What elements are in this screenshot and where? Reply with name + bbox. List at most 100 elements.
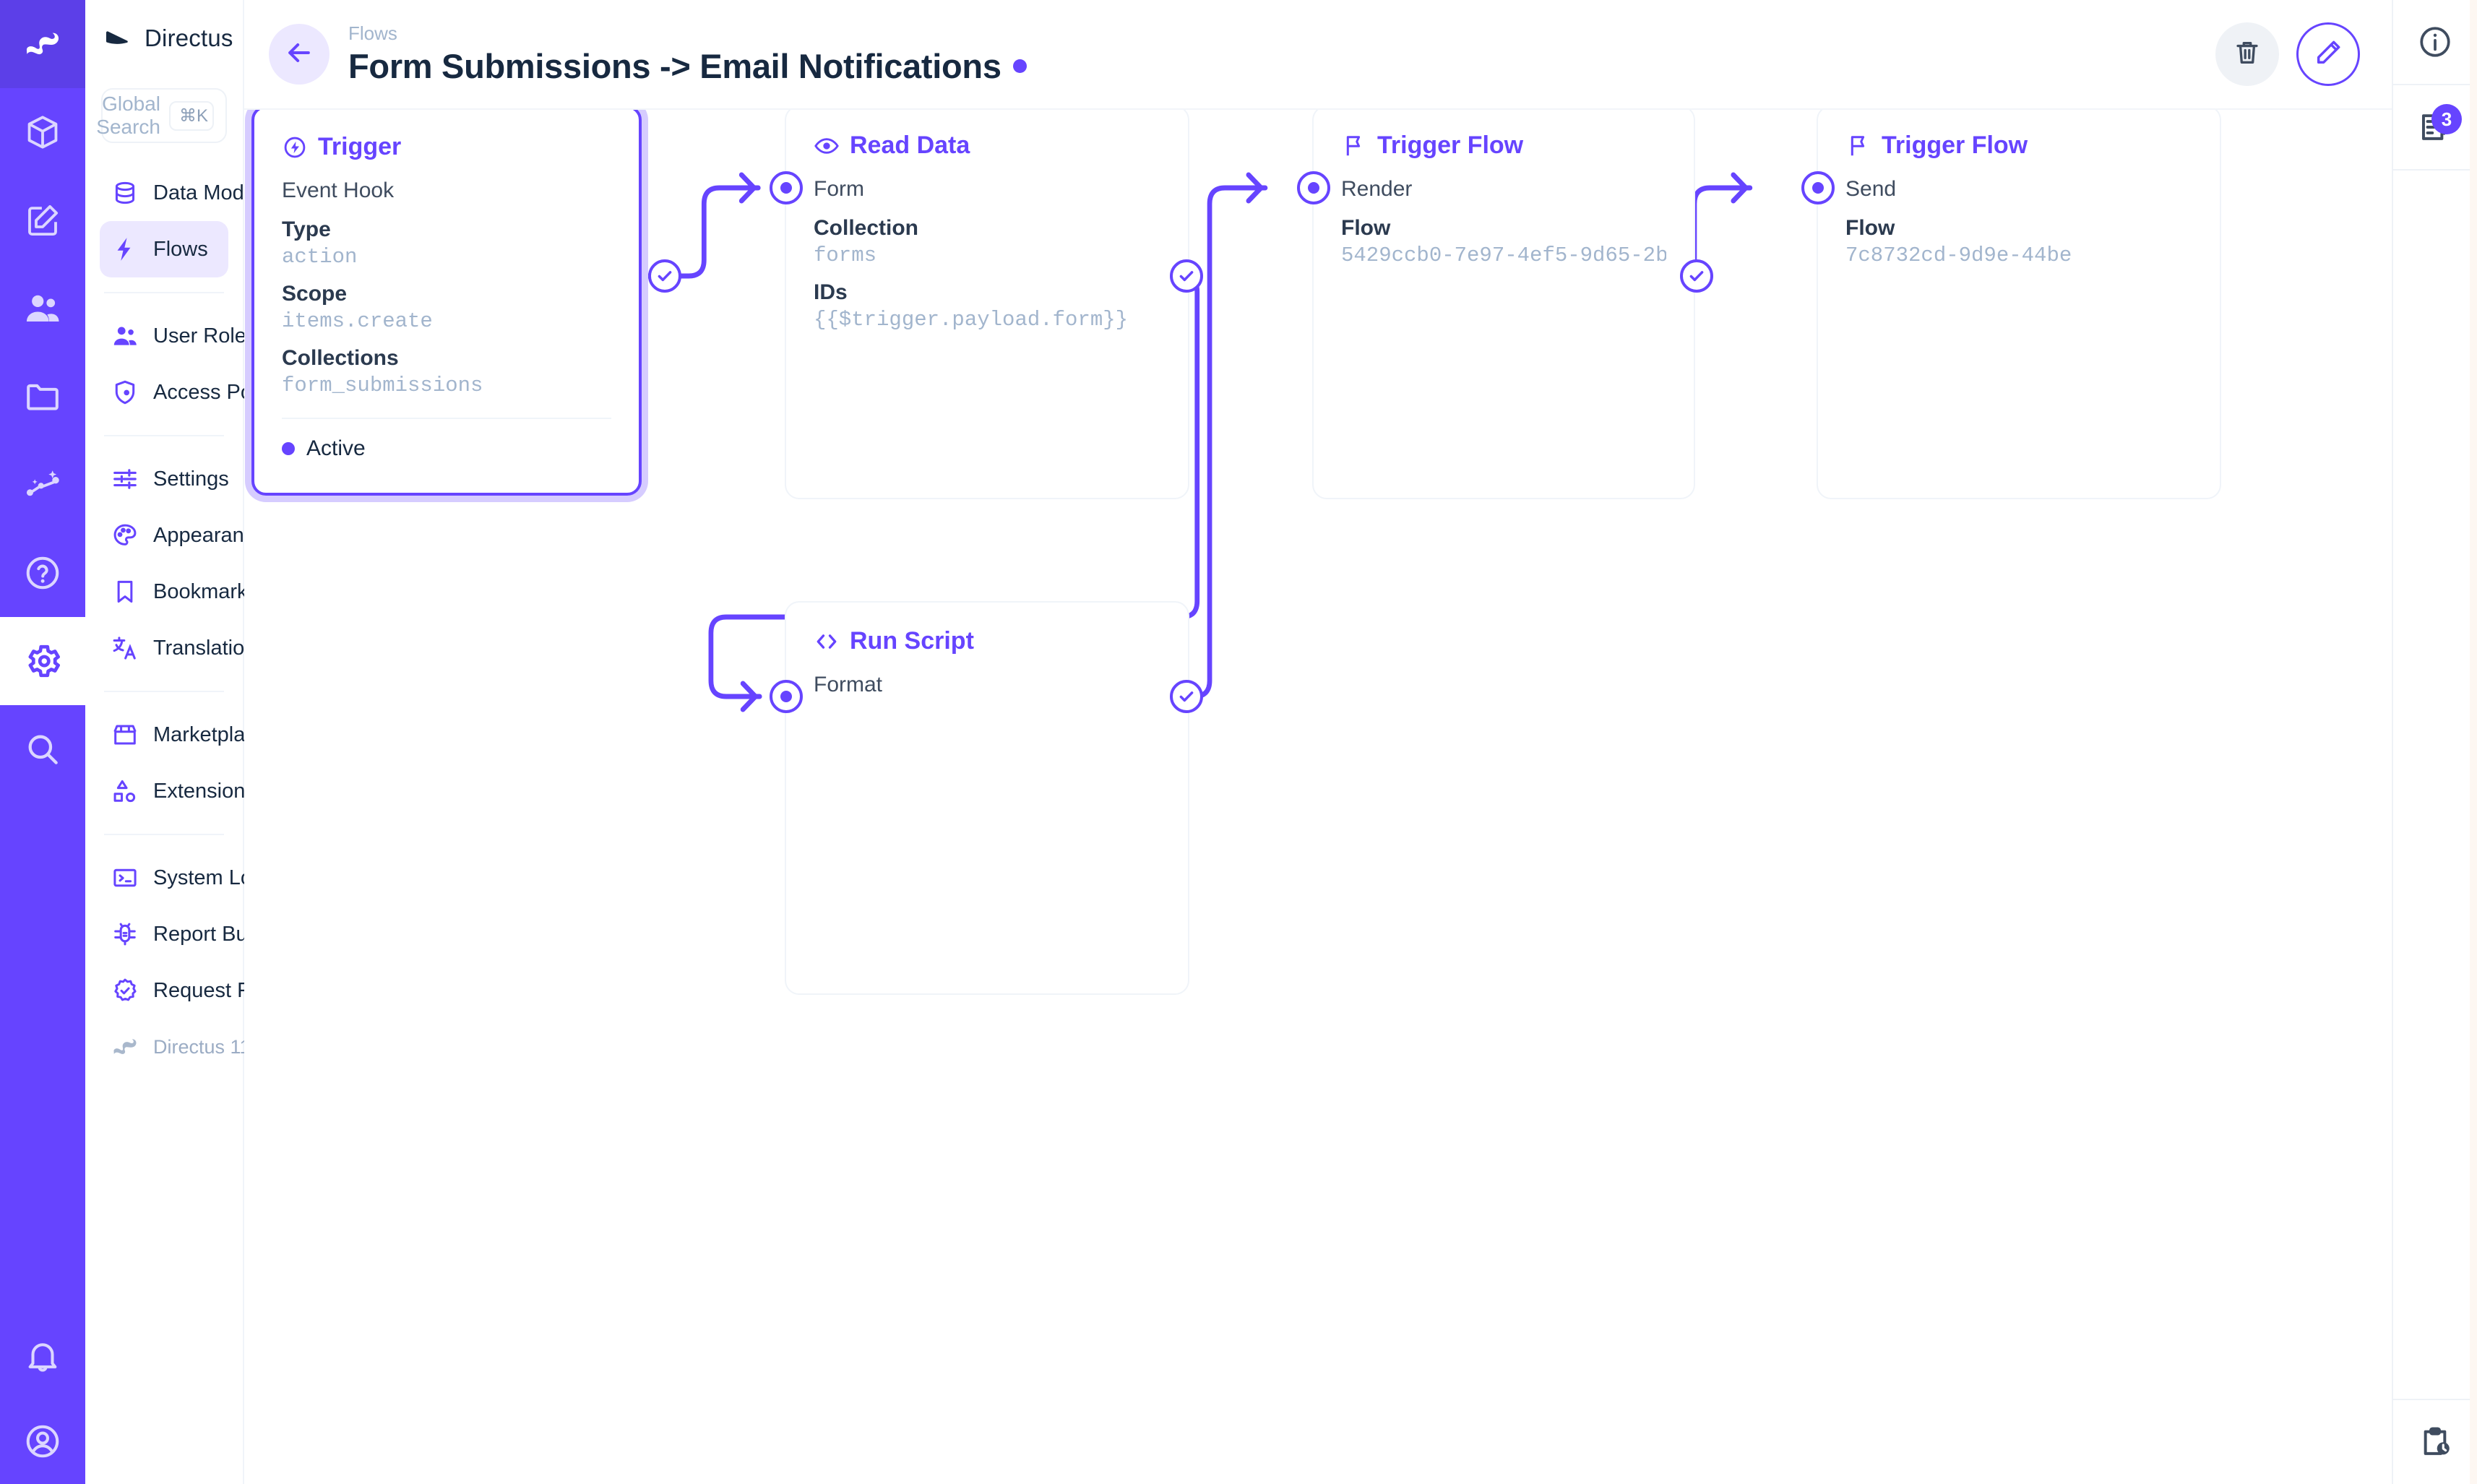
- module-users[interactable]: [0, 264, 85, 353]
- nav-divider: [104, 292, 224, 293]
- activity-panel-button[interactable]: [2392, 1399, 2477, 1484]
- flag-icon: [1341, 133, 1367, 159]
- palette-icon: [111, 522, 139, 549]
- edit-square-icon: [23, 201, 62, 240]
- sidebar-item-label: Extensions: [153, 779, 256, 803]
- field-label-scope: Scope: [282, 282, 348, 306]
- arrowhead-trigger-flow-send: [1731, 172, 1749, 204]
- sidebar-item-extensions[interactable]: Extensions: [100, 763, 256, 819]
- port-out-read-data[interactable]: [1170, 259, 1203, 293]
- sidebar-item-label: Data Model: [153, 181, 261, 204]
- back-button[interactable]: [269, 24, 329, 85]
- module-help[interactable]: [0, 529, 85, 617]
- node-subtitle: Form: [814, 177, 864, 201]
- rabbit-logo-icon: [23, 25, 62, 64]
- nav-group-access: User Roles Access Policies: [85, 308, 298, 420]
- flow-node-run-script[interactable]: Run Script Format: [785, 601, 1189, 995]
- breadcrumb[interactable]: Flows: [348, 22, 397, 44]
- field-label-collections: Collections: [282, 346, 399, 370]
- pencil-icon: [2313, 38, 2343, 72]
- module-editor[interactable]: [0, 176, 85, 264]
- port-in-read-data[interactable]: [770, 171, 803, 204]
- node-type-label: Trigger Flow: [1882, 131, 2028, 159]
- nav-divider: [104, 435, 224, 436]
- sidebar-item-settings[interactable]: Settings: [100, 451, 229, 507]
- sidebar-item-marketplace[interactable]: Marketplace Beta: [100, 707, 341, 763]
- folder-icon: [23, 377, 62, 416]
- module-directus-logo[interactable]: [0, 0, 85, 88]
- sidebar-item-flows[interactable]: Flows: [100, 221, 228, 277]
- arrow-left-icon: [283, 37, 315, 72]
- module-insights[interactable]: [0, 441, 85, 529]
- module-bar: [0, 0, 85, 1484]
- flow-canvas[interactable]: Trigger Event Hook Type action Scope ite…: [244, 110, 2392, 1484]
- edit-flow-button[interactable]: [2296, 22, 2360, 86]
- directus-mark-icon: [103, 24, 132, 53]
- field-label-flow: Flow: [1845, 216, 1895, 240]
- sidebar-item-label: Report Bug: [153, 922, 259, 946]
- node-title: Trigger Flow: [1341, 131, 1666, 160]
- sidebar-item-report-bug[interactable]: Report Bug: [100, 906, 259, 962]
- sidebar-item-data-model[interactable]: Data Model: [100, 165, 260, 221]
- module-settings[interactable]: [0, 617, 85, 705]
- node-title: Trigger Flow: [1845, 131, 2192, 160]
- module-content[interactable]: [0, 88, 85, 176]
- info-circle-icon: [2417, 24, 2453, 60]
- node-subtitle: Send: [1845, 177, 1897, 201]
- nav-group-extend: Marketplace Beta Extensions: [85, 707, 341, 819]
- brand-name: Directus: [145, 25, 233, 51]
- header-actions: [2215, 22, 2360, 86]
- page-title: Form Submissions -> Email Notifications: [348, 47, 1001, 85]
- field-value-ids: {{$trigger.payload.form}}: [814, 308, 1129, 332]
- sidebar-item-appearance[interactable]: Appearance: [100, 507, 266, 564]
- flow-node-trigger[interactable]: Trigger Event Hook Type action Scope ite…: [251, 110, 642, 496]
- sidebar-item-label: User Roles: [153, 324, 257, 348]
- bolt-icon: [111, 236, 139, 263]
- bug-icon: [111, 920, 139, 948]
- flow-node-read-data[interactable]: Read Data Form Collection forms IDs {{$t…: [785, 110, 1189, 499]
- flow-node-trigger-flow-render[interactable]: Trigger Flow Render Flow 5429ccb0-7e97-4…: [1312, 110, 1695, 499]
- field-value-type: action: [282, 245, 358, 269]
- node-subtitle: Event Hook: [282, 178, 395, 202]
- port-in-run-script[interactable]: [770, 680, 803, 713]
- sidebar-version: Directus 11.7.2: [100, 1019, 283, 1075]
- module-search[interactable]: [0, 705, 85, 793]
- sidebar-item-request-feature[interactable]: Request Feature: [100, 962, 309, 1019]
- search-shortcut: ⌘K: [169, 100, 214, 131]
- field-value-collections: form_submissions: [282, 374, 483, 397]
- status-badge: [1012, 59, 1027, 73]
- notifications-button[interactable]: [0, 1313, 85, 1399]
- module-files[interactable]: [0, 353, 85, 441]
- sidebar-item-access-policies[interactable]: Access Policies: [100, 364, 298, 420]
- sidebar-item-user-roles[interactable]: User Roles: [100, 308, 257, 364]
- box-icon: [23, 113, 62, 152]
- nav-group-support: System Logs Report Bug Request Feature D…: [85, 850, 309, 1075]
- port-out-trigger-flow-render[interactable]: [1680, 259, 1713, 293]
- sidebar-item-system-logs[interactable]: System Logs: [100, 850, 275, 906]
- account-button[interactable]: [0, 1399, 85, 1484]
- port-in-trigger-flow-render[interactable]: [1297, 171, 1330, 204]
- nav-divider: [104, 834, 224, 835]
- trash-icon: [2232, 38, 2262, 72]
- info-panel-button[interactable]: [2392, 0, 2477, 85]
- nav-sidebar: Directus Global Search ⌘K Data Model Flo…: [85, 0, 341, 1484]
- field-value-flow: 7c8732cd-9d9e-44be: [1845, 243, 2072, 267]
- trigger-bolt-circle-icon: [282, 134, 308, 160]
- delete-flow-button[interactable]: [2215, 22, 2279, 86]
- port-out-trigger[interactable]: [648, 259, 681, 293]
- sidebar-item-bookmarks[interactable]: Bookmarks: [100, 564, 258, 620]
- global-search[interactable]: Global Search ⌘K: [96, 88, 227, 143]
- logs-panel-button[interactable]: 3: [2392, 85, 2477, 171]
- storefront-icon: [111, 721, 139, 749]
- logs-count-badge: 3: [2431, 104, 2462, 134]
- arrowhead-trigger-flow-render: [1246, 172, 1264, 204]
- node-subtitle: Format: [814, 673, 883, 696]
- nav-divider: [104, 691, 224, 692]
- port-out-run-script[interactable]: [1170, 680, 1203, 713]
- sidebar-item-translations[interactable]: Translations: [100, 620, 267, 676]
- flow-node-trigger-flow-send[interactable]: Trigger Flow Send Flow 7c8732cd-9d9e-44b…: [1817, 110, 2221, 499]
- brand: Directus: [85, 0, 243, 77]
- node-title: Run Script: [814, 627, 1160, 655]
- port-in-trigger-flow-send[interactable]: [1801, 171, 1835, 204]
- rabbit-logo-icon: [111, 1033, 139, 1061]
